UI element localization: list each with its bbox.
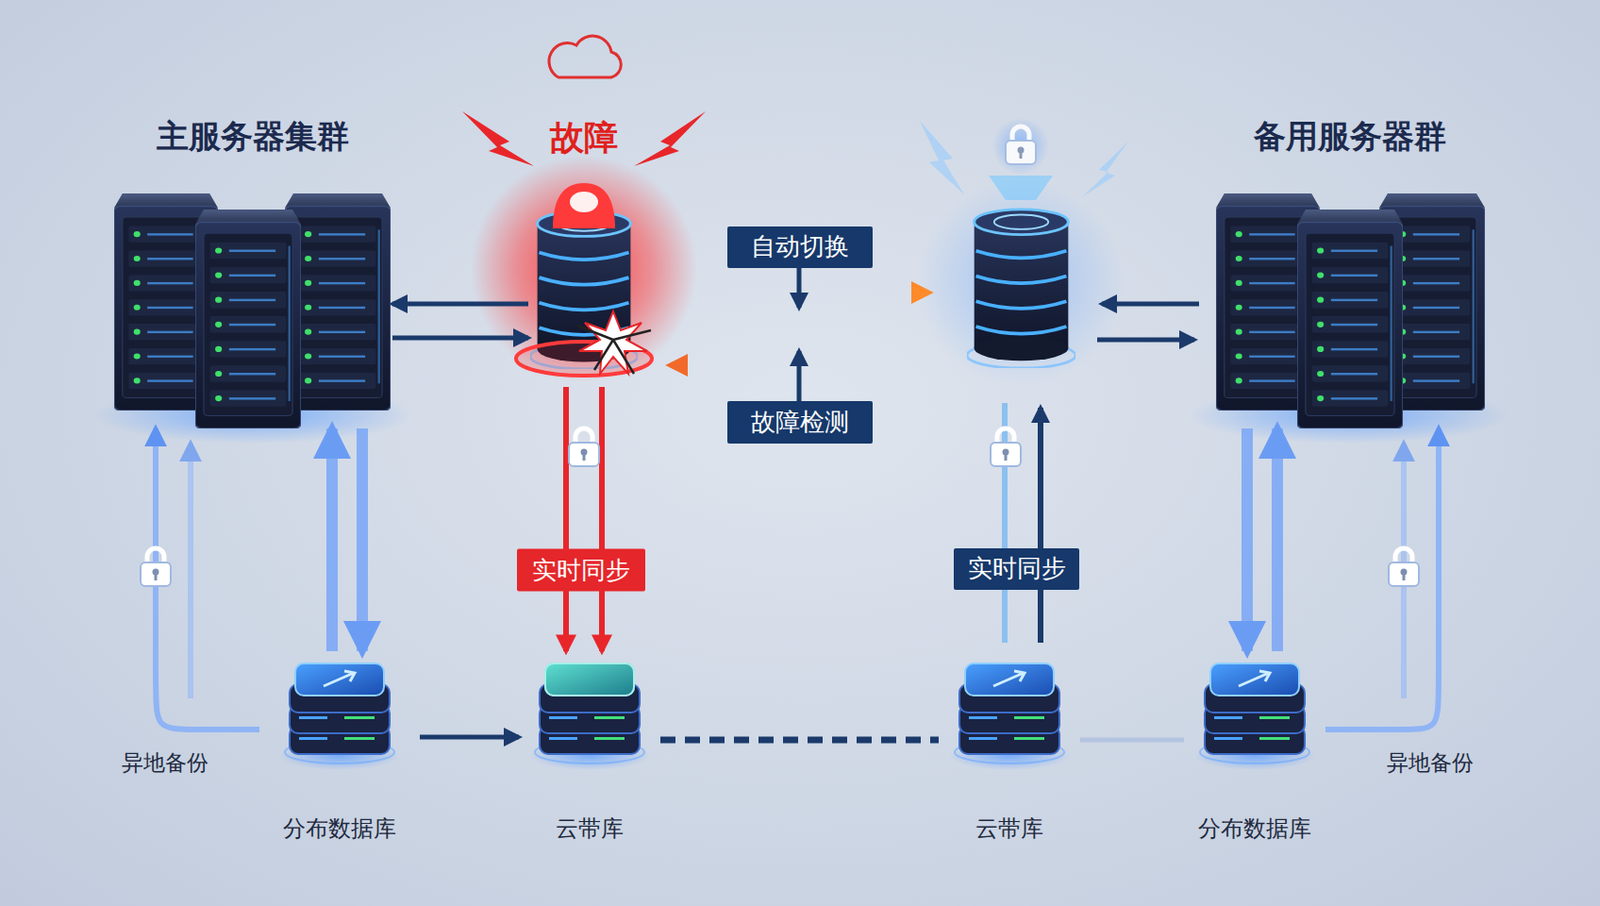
step-label: 实时同步: [953, 548, 1080, 590]
sync-line: [1001, 402, 1008, 643]
step-label: 自动切换: [727, 226, 873, 268]
connector-line: [392, 301, 529, 307]
detect-arrow: [669, 362, 939, 368]
cloud-icon: [549, 35, 621, 78]
lightning-bolt: [462, 111, 534, 167]
backup-arrow: [187, 443, 194, 699]
link-arrow: [1101, 301, 1200, 307]
database-icon: [279, 663, 400, 770]
pointer-arrow: [797, 350, 802, 401]
lock-icon: [140, 548, 171, 586]
connector-line: [1271, 428, 1284, 651]
node-label: 云带库: [975, 815, 1044, 843]
glow: [916, 179, 1125, 387]
alarm-light: [569, 191, 599, 213]
connector-line: [356, 428, 368, 651]
connector-line: [599, 386, 605, 651]
node-label: 分布数据库: [283, 815, 397, 843]
node-label: 备用服务器群: [1253, 116, 1447, 156]
connector-line: [1325, 428, 1439, 730]
connector: [566, 386, 602, 651]
edge-label: 异地备份: [121, 750, 209, 777]
connector: [419, 736, 519, 738]
step-label: 故障检测: [727, 400, 873, 444]
connector-line: [563, 386, 569, 651]
tape-library: 云带库: [518, 650, 661, 850]
connector: [392, 303, 529, 338]
tape-library-icon: [529, 663, 650, 770]
server-cluster: 主服务器集群: [112, 111, 393, 429]
node-label: 故障: [550, 116, 618, 158]
alarm-glow: [470, 155, 698, 383]
switch-server: [966, 209, 1076, 368]
node-label: 主服务器集群: [156, 116, 350, 156]
failed-server: 故障: [528, 111, 640, 387]
server-rack: [1297, 209, 1403, 429]
alarm-light: [552, 183, 616, 229]
connector: [332, 428, 363, 651]
edge-label: 实时同步: [516, 549, 646, 592]
lightning-bolt: [633, 111, 706, 167]
database-icon: [1194, 663, 1316, 770]
node-label: 分布数据库: [1198, 815, 1312, 843]
tape-library: 云带库: [938, 650, 1081, 850]
link-arrow: [1097, 337, 1195, 343]
server-rack: [195, 209, 301, 429]
lightning-bolt: [919, 120, 965, 195]
lock-icon: [568, 428, 600, 467]
tape-screen: [545, 663, 634, 696]
connector-line: [660, 736, 939, 744]
sync-line: [1037, 407, 1044, 643]
hologram-funnel: [988, 175, 1053, 200]
connector-line: [1241, 428, 1253, 651]
tape-library-icon: [949, 663, 1070, 770]
edge-label: 异地备份: [1386, 750, 1474, 777]
server-cluster: 备用服务器群: [1214, 111, 1485, 429]
connector: [660, 739, 939, 741]
database: 分布数据库: [259, 650, 420, 850]
connector-line: [392, 335, 529, 341]
lightning-bolt: [1083, 141, 1129, 197]
connector-line: [419, 734, 519, 740]
connector-line: [326, 428, 338, 651]
connector: [1325, 428, 1439, 730]
lock-icon: [992, 117, 1050, 175]
pointer-arrow: [797, 267, 802, 308]
connector: [1080, 739, 1184, 741]
lock-icon: [1388, 548, 1419, 586]
switch-arrow: [663, 289, 930, 296]
connector-line: [1080, 737, 1184, 743]
node-label: 云带库: [555, 815, 624, 843]
lock-icon: [990, 428, 1021, 467]
connector: [1247, 428, 1278, 651]
crack-burst: [577, 311, 651, 374]
database: 分布数据库: [1183, 650, 1326, 850]
